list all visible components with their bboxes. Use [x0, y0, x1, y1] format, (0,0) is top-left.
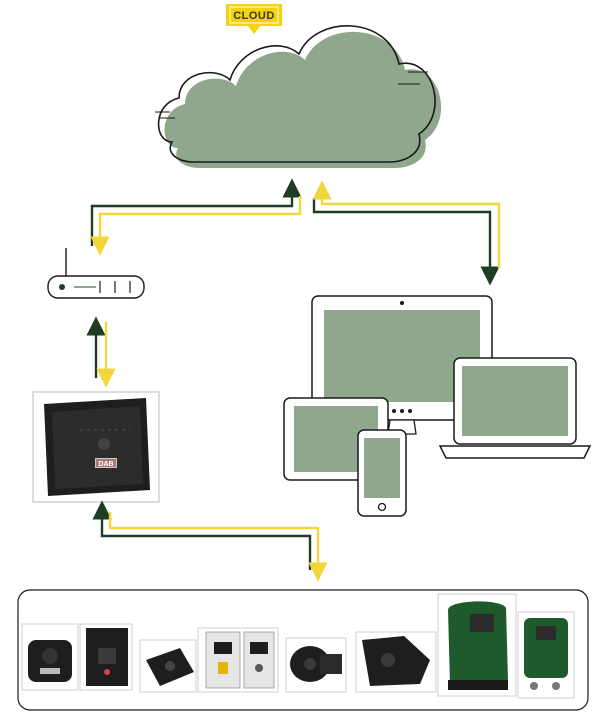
- cloud-icon: [155, 25, 442, 168]
- from-devices-arrow: [312, 180, 501, 268]
- gateway-icon: DAB: [32, 391, 160, 503]
- router-led: [59, 284, 65, 290]
- downlink-arrow: [90, 196, 302, 256]
- product-control-panel: [197, 627, 279, 693]
- smartphone-icon: [357, 429, 407, 517]
- cloud-label: CLOUD: [233, 10, 275, 22]
- product-booster-pump-large: [437, 593, 517, 697]
- product-pump-controller-1: [21, 623, 79, 691]
- products-up-arrow: [92, 500, 312, 570]
- gateway-products-link: [92, 500, 328, 582]
- router-cloud-link: [90, 178, 302, 256]
- product-inverter-box: [79, 623, 133, 691]
- laptop-icon: [438, 357, 592, 459]
- router-icon: [47, 248, 145, 299]
- uplink-arrow: [90, 178, 302, 246]
- product-pump-controller-2: [139, 639, 197, 693]
- cloud-badge: CLOUD: [226, 4, 282, 34]
- router-gateway-link: [86, 316, 116, 388]
- product-circulator-pump-2: [355, 631, 437, 693]
- products-panel: [17, 589, 589, 711]
- product-booster-pump-small: [517, 611, 575, 699]
- to-devices-arrow: [312, 198, 500, 286]
- products-down-arrow: [108, 512, 328, 582]
- product-circulator-pump-1: [285, 637, 347, 693]
- gateway-brand: DAB: [98, 461, 113, 468]
- cloud-devices-link: [312, 180, 501, 286]
